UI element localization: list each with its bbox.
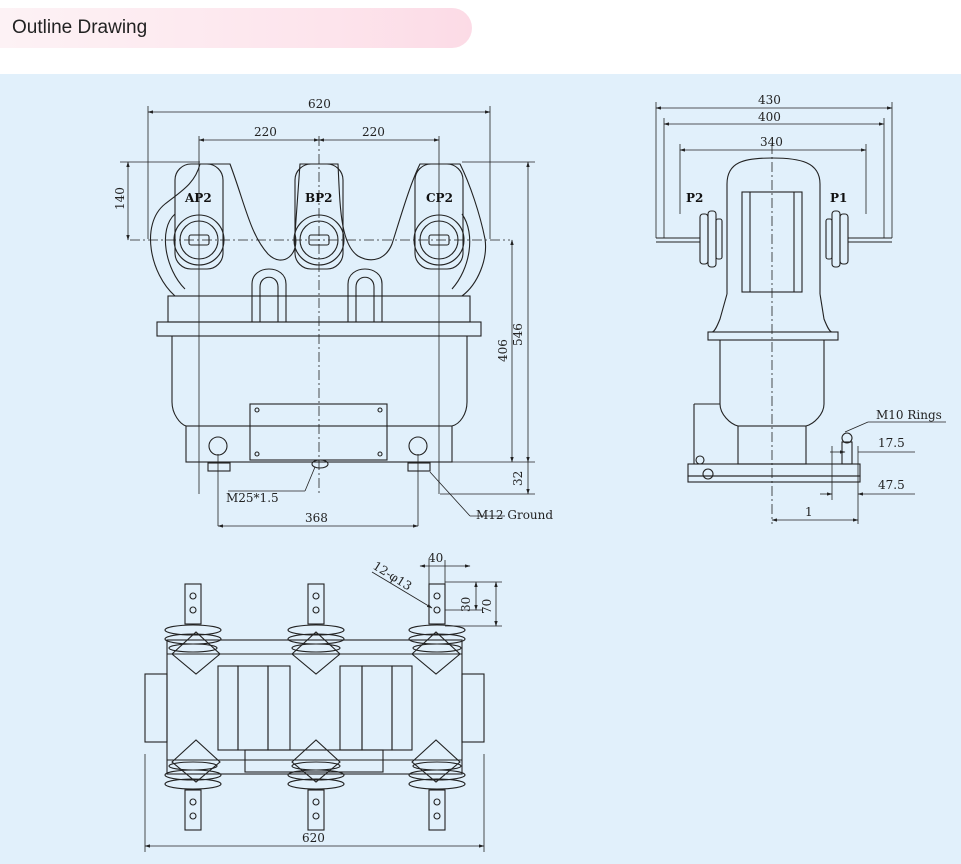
label-cp2: CP2 — [426, 191, 453, 205]
dim-pitch-left: 220 — [254, 125, 277, 139]
dim-body-406: 406 — [496, 339, 510, 362]
side-dimension-labels: 430 400 340 P2 P1 M10 Rings 17.5 47.5 1 — [686, 93, 942, 519]
dim-terminal-140: 140 — [113, 187, 127, 210]
top-dimension-labels: 620 40 30 70 12-φ13 — [302, 551, 494, 845]
callout-rings: M10 Rings — [876, 408, 942, 422]
dim-mount-368: 368 — [305, 511, 328, 525]
dim-side-1: 1 — [805, 505, 813, 519]
callout-ground: M12 Ground — [476, 508, 553, 522]
outline-drawing: 620 220 220 140 406 546 32 368 M25*1.5 M… — [113, 93, 946, 852]
dim-total-546: 546 — [511, 323, 525, 346]
dim-front-620: 620 — [308, 97, 331, 111]
front-view — [130, 136, 510, 526]
label-ap2: AP2 — [184, 191, 212, 205]
dim-side-340: 340 — [760, 135, 783, 149]
callout-holes: 12-φ13 — [370, 559, 414, 594]
label-p1: P1 — [830, 191, 847, 205]
dim-top-620: 620 — [302, 831, 325, 845]
dim-hole-pitch-40: 40 — [428, 551, 443, 565]
front-dimensions — [120, 106, 535, 528]
dim-hole-30: 30 — [459, 597, 473, 612]
page-title: Outline Drawing — [12, 17, 148, 38]
top-dimensions — [144, 560, 502, 852]
title-banner: Outline Drawing — [0, 8, 472, 48]
dim-base-32: 32 — [511, 471, 525, 486]
dim-hole-70: 70 — [480, 599, 494, 614]
dim-side-475: 47.5 — [878, 478, 905, 492]
drawing-panel — [0, 74, 961, 864]
top-view — [144, 583, 485, 831]
dim-pitch-right: 220 — [362, 125, 385, 139]
side-dimensions — [655, 102, 946, 524]
front-dimension-labels: 620 220 220 140 406 546 32 368 M25*1.5 M… — [113, 97, 553, 525]
dim-side-400: 400 — [758, 110, 781, 124]
label-p2: P2 — [686, 191, 703, 205]
side-view — [656, 144, 892, 524]
dim-side-175: 17.5 — [878, 436, 905, 450]
dim-side-430: 430 — [758, 93, 781, 107]
callout-thread: M25*1.5 — [226, 491, 279, 505]
label-bp2: BP2 — [305, 191, 333, 205]
